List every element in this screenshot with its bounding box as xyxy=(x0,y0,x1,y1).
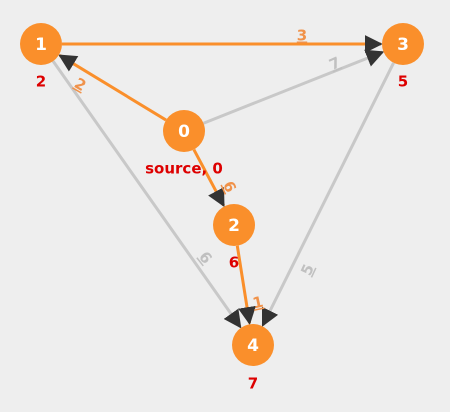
node-0[interactable]: 0 source, 0 xyxy=(145,110,223,178)
edge-weight-1-4: 6 xyxy=(195,248,216,267)
edge-weight-1-3: 3 xyxy=(297,27,307,45)
node-distance-label: 6 xyxy=(229,254,239,272)
node-circle[interactable] xyxy=(20,23,62,65)
edge-2-4 xyxy=(235,245,256,326)
node-id-label: 1 xyxy=(35,35,47,55)
node-4[interactable]: 47 xyxy=(232,324,274,393)
edge-0-3 xyxy=(202,49,385,125)
node-id-label: 4 xyxy=(247,336,259,356)
node-id-label: 3 xyxy=(397,35,409,55)
edge-1-4 xyxy=(51,60,242,329)
node-circle[interactable] xyxy=(232,324,274,366)
node-circle[interactable] xyxy=(163,110,205,152)
edge-3-4 xyxy=(261,62,395,327)
edge-0-2 xyxy=(192,148,225,208)
edge-weight-0-3: 7 xyxy=(326,53,343,74)
edge-weight-0-2: 6 xyxy=(219,178,240,195)
node-id-label: 2 xyxy=(228,216,240,236)
node-distance-label: 5 xyxy=(398,73,408,91)
node-3[interactable]: 35 xyxy=(382,23,424,91)
node-1[interactable]: 12 xyxy=(20,23,62,91)
node-distance-label: 2 xyxy=(36,73,46,91)
node-distance-label: 7 xyxy=(248,375,258,393)
edge-weight-2-4: 1 xyxy=(251,293,265,313)
node-id-label: 0 xyxy=(178,122,190,142)
edge-weight-3-4: 5 xyxy=(297,261,318,278)
node-circle[interactable] xyxy=(382,23,424,65)
node-2[interactable]: 26 xyxy=(213,204,255,272)
node-circle[interactable] xyxy=(213,204,255,246)
edge-0-1 xyxy=(58,54,167,122)
node-distance-label: source, 0 xyxy=(145,160,223,178)
